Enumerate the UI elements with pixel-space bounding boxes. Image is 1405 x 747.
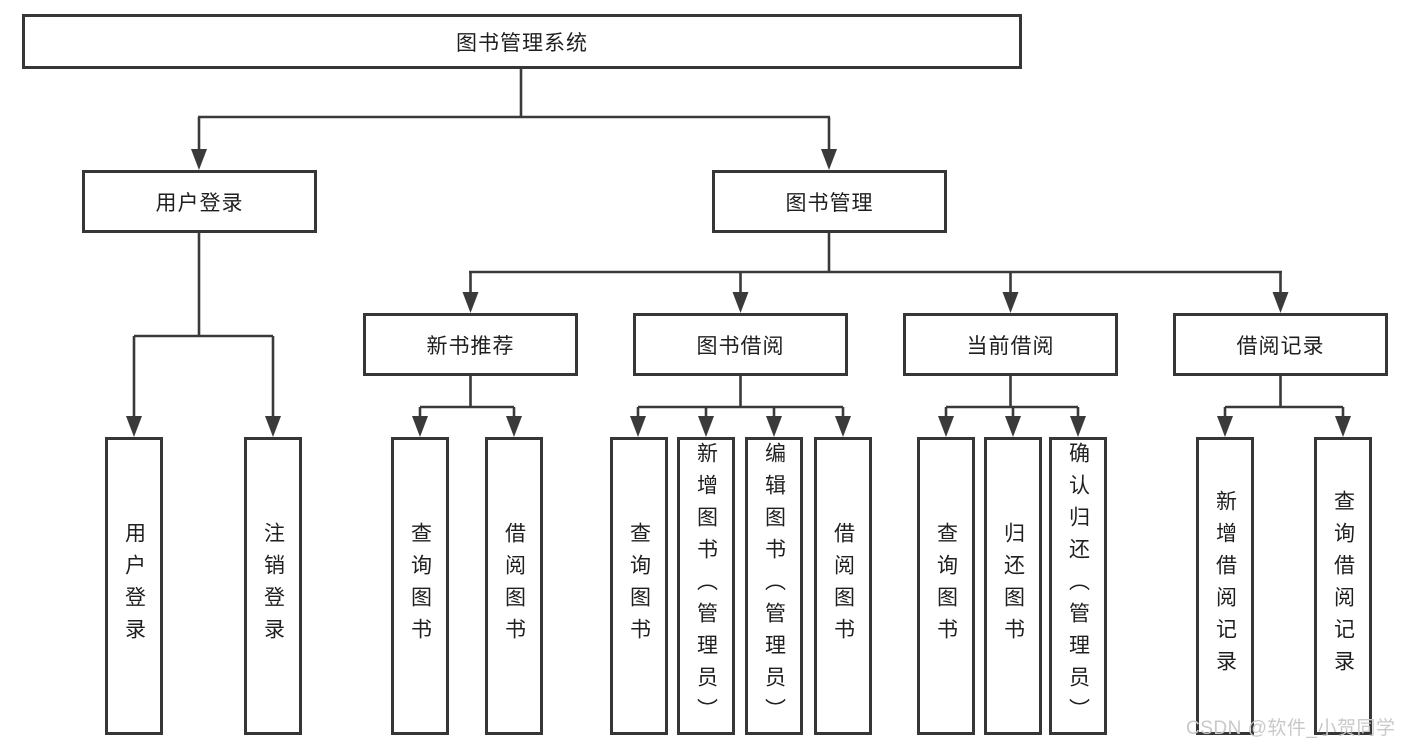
connector-records-to-leaves [1217,376,1351,437]
leaf-logout: 注销登录 [244,437,302,735]
arrowhead-icon [938,416,954,437]
node-user-login: 用户登录 [82,170,317,233]
arrowhead-icon [821,149,837,170]
node-current-borrow: 当前借阅 [903,313,1118,376]
arrowhead-icon [698,416,714,437]
arrowhead-icon [412,416,428,437]
connector-root-to-level2 [191,69,837,170]
node-root-system: 图书管理系统 [22,14,1022,69]
arrowhead-icon [1002,292,1019,313]
node-borrow-records: 借阅记录 [1173,313,1388,376]
leaf-return-books: 归还图书 [984,437,1042,735]
arrowhead-icon [1005,416,1021,437]
arrowhead-icon [630,416,646,437]
arrowhead-icon [1272,292,1289,313]
node-book-borrow: 图书借阅 [633,313,848,376]
arrowhead-icon [766,416,782,437]
leaf-query-books: 查询图书 [917,437,975,735]
connector-login-to-leaves [126,233,281,437]
arrowhead-icon [732,292,749,313]
leaf-add-borrow-record: 新增借阅记录 [1196,437,1254,735]
arrowhead-icon [1217,416,1233,437]
arrowhead-icon [462,292,479,313]
leaf-user-login: 用户登录 [105,437,163,735]
leaf-query-books: 查询图书 [610,437,668,735]
arrowhead-icon [835,416,851,437]
arrowhead-icon [506,416,522,437]
node-new-book-recommend: 新书推荐 [363,313,578,376]
leaf-query-books: 查询图书 [391,437,449,735]
connector-borrow-to-leaves [630,376,851,437]
connector-current-to-leaves [938,376,1086,437]
connector-bookmgmt-to-level3 [462,233,1289,313]
leaf-query-borrow-record: 查询借阅记录 [1314,437,1372,735]
leaf-add-books-admin: 新增图书（管理员） [677,437,735,735]
leaf-borrow-books: 借阅图书 [814,437,872,735]
arrowhead-icon [1335,416,1351,437]
arrowhead-icon [265,416,281,437]
arrowhead-icon [1070,416,1086,437]
leaf-confirm-return-admin: 确认归还（管理员） [1049,437,1107,735]
leaf-edit-books-admin: 编辑图书（管理员） [745,437,803,735]
csdn-watermark: CSDN @软件_小贺同学 [1186,718,1396,739]
arrowhead-icon [126,416,142,437]
leaf-borrow-books: 借阅图书 [485,437,543,735]
connector-recommend-to-leaves [412,376,522,437]
node-book-management: 图书管理 [712,170,947,233]
arrowhead-icon [191,149,207,170]
